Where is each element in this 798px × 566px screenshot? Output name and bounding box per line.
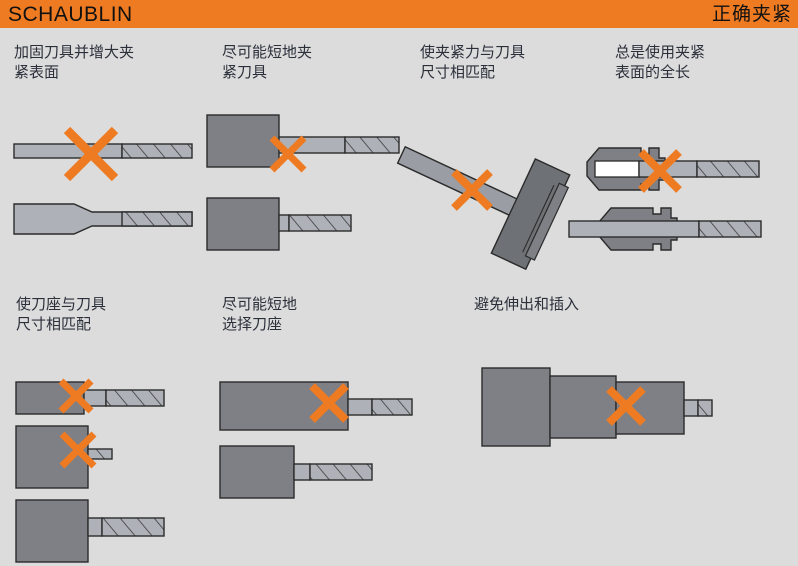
caption-no-extension: 避免伸出和插入	[474, 295, 580, 313]
cross-mark-holder-big	[58, 430, 98, 470]
holder-too-big	[15, 425, 113, 489]
caption-full-length: 总是使用夹紧 表面的全长	[615, 43, 706, 81]
cross-mark-full-length	[637, 148, 683, 194]
caption-holder-size: 使刀座与刀具 尺寸相匹配	[16, 295, 107, 333]
collet-full-insert	[568, 207, 762, 251]
cross-mark-reinforce-tool	[62, 125, 120, 183]
figure-short-holder	[218, 368, 413, 503]
figure-short-clamping	[205, 114, 405, 270]
tool-reinforced-shank	[13, 203, 193, 235]
page-title: 正确夹紧	[711, 2, 792, 25]
holder-short-overhang	[206, 197, 352, 251]
figure-no-extension	[472, 358, 713, 468]
stacked-extension-assembly	[481, 367, 713, 447]
header-bar: SCHAUBLIN 正确夹紧	[0, 0, 798, 28]
caption-short-clamping: 尽可能短地夹 紧刀具	[222, 43, 313, 81]
gap-indicator	[594, 160, 640, 178]
holder-long	[219, 381, 413, 431]
caption-reinforce-tool: 加固刀具并增大夹 紧表面	[14, 43, 135, 81]
figure-holder-size	[14, 372, 204, 563]
cross-mark-short-clamping	[268, 134, 308, 174]
holder-matched	[15, 499, 165, 563]
cross-mark-no-extension	[605, 385, 647, 427]
holder-short	[219, 445, 373, 499]
brand-logo: SCHAUBLIN	[8, 2, 133, 26]
holder-long-overhang	[206, 114, 400, 168]
cross-mark-short-holder	[308, 382, 350, 424]
cross-mark-hammer	[450, 168, 494, 212]
caption-clamping-force: 使夹紧力与刀具 尺寸相匹配	[420, 43, 526, 81]
caption-short-holder: 尽可能短地 选择刀座	[222, 295, 298, 333]
cross-mark-holder-thin	[58, 378, 94, 414]
